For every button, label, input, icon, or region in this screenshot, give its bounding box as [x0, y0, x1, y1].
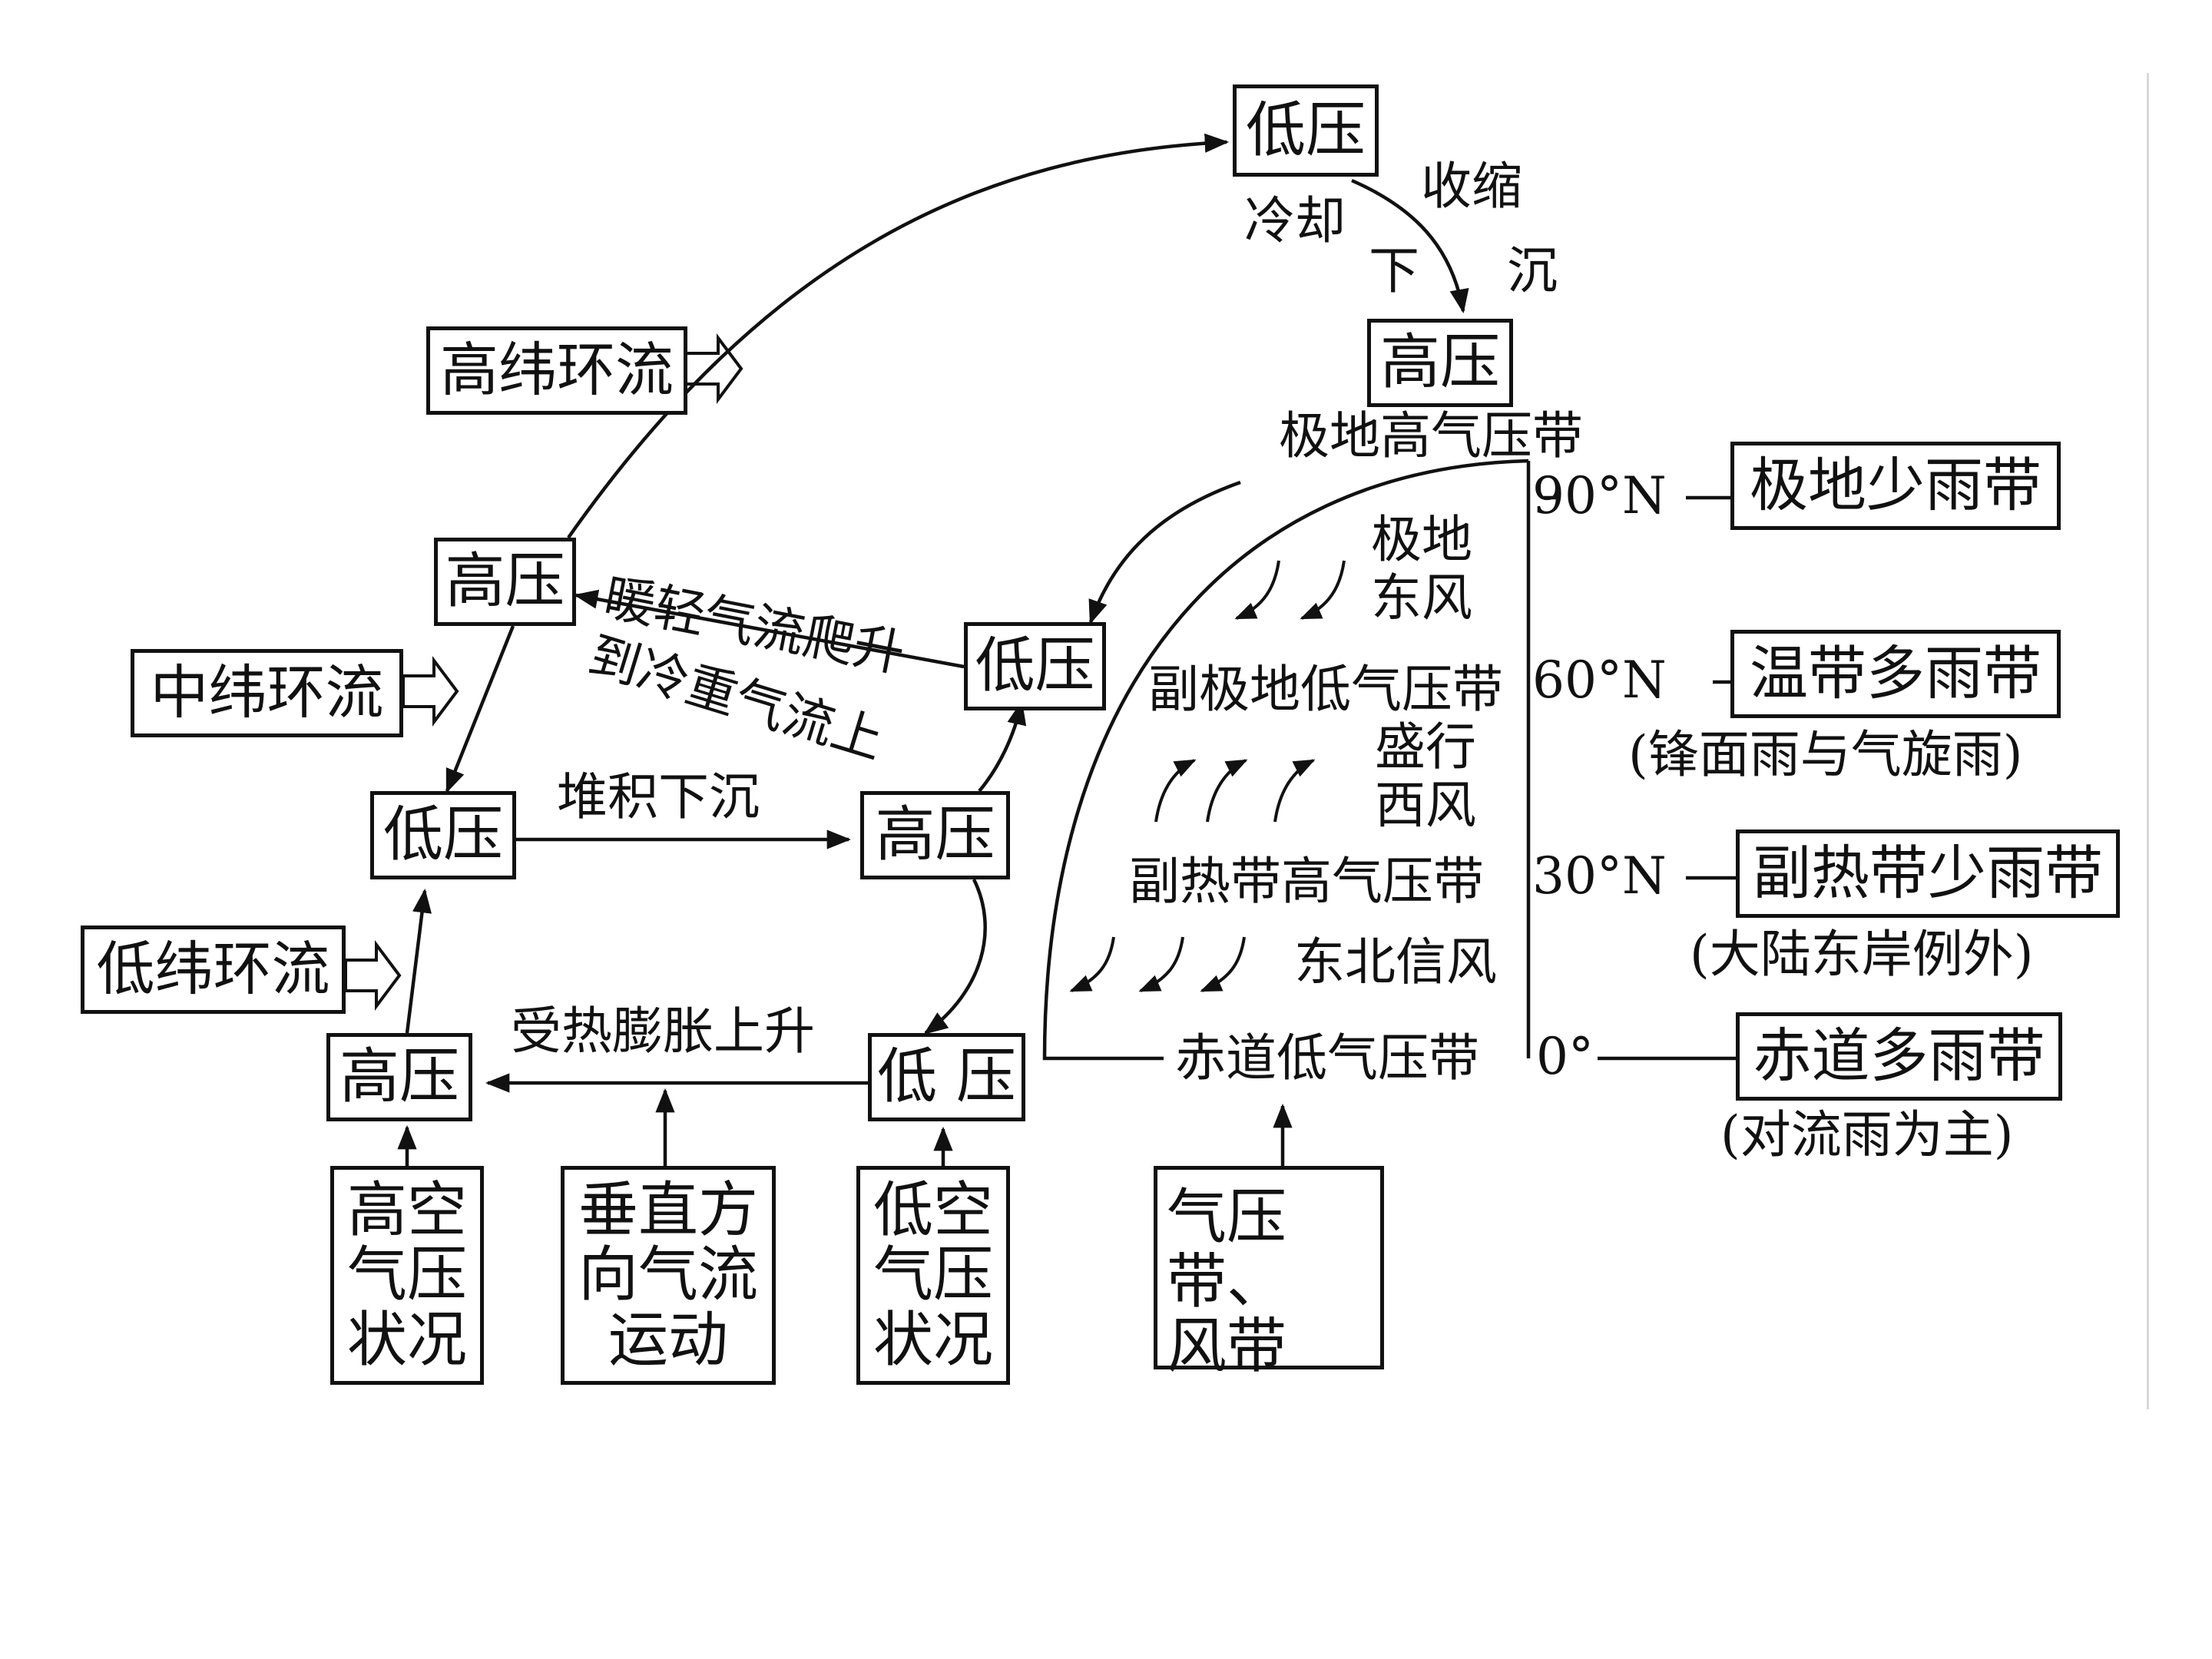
lat-90-label: 90°N: [1532, 466, 1667, 525]
equatorial-much-rain-box: 赤道多雨带: [1736, 1012, 2062, 1101]
double-arrow-low: [344, 940, 402, 1011]
mid-lat-circulation-box: 中纬环流: [131, 649, 403, 737]
easterly-arrow: [1300, 560, 1346, 620]
temperate-much-rain-box: 温带多雨带: [1730, 630, 2061, 718]
lat-60-label: 60°N: [1532, 651, 1667, 710]
arrow-high-to-top-low: [567, 133, 1230, 539]
westerly-arrow: [1206, 759, 1248, 823]
heat-rise-label: 受热膨胀上升: [511, 1002, 815, 1061]
upper-air-factor-box: 高空 气压 状况: [330, 1166, 484, 1385]
vertical-flow-factor-box: 垂直方 向气流 运动: [561, 1166, 776, 1385]
arrow-lower-high-to-upper-low: [405, 888, 432, 1034]
arrow-upper-high-to-upper-low: [445, 625, 515, 793]
polar-high-belt-label: 极地高气压带: [1279, 406, 1583, 465]
westerly-arrow: [1273, 759, 1316, 823]
arrow-high-to-surface-low: [923, 879, 987, 1035]
lat-0-label: 0°: [1536, 1027, 1594, 1086]
subtropical-little-rain-box: 副热带少雨带: [1736, 830, 2120, 918]
subpolar-low-belt-label: 副极地低气压带: [1148, 660, 1503, 719]
subpolar-low-box: 低压: [964, 622, 1106, 710]
double-arrow-mid: [402, 656, 459, 727]
upper-high-left-box: 高压: [326, 1033, 472, 1121]
subtropical-high-box: 高压: [860, 791, 1010, 879]
westerly-label: 盛行 西风: [1375, 717, 1476, 835]
arrow-subpolar-to-upper-high: [573, 589, 965, 669]
low-lat-circulation-box: 低纬环流: [81, 926, 346, 1014]
ne-trade-label: 东北信风: [1294, 932, 1497, 992]
arrow-polar-to-subpolar-low: [1088, 480, 1241, 624]
trade-arrow: [1138, 936, 1184, 992]
polar-little-rain-box: 极地少雨带: [1730, 442, 2061, 530]
cooling-label: 冷却: [1244, 191, 1346, 250]
trade-arrow: [1200, 936, 1246, 992]
arrow-top-low-to-polar-high: [1351, 178, 1469, 314]
subtropical-high-belt-label: 副热带高气压带: [1129, 852, 1484, 911]
sink-chen-label: 沉: [1507, 241, 1558, 300]
top-low-box: 低压: [1233, 84, 1379, 177]
polar-easterly-label: 极地 东风: [1371, 510, 1472, 628]
polar-high-box: 高压: [1367, 319, 1513, 407]
upper-low-left-box: 低压: [370, 791, 516, 879]
belts-factor-box: 气压带、 风带: [1154, 1166, 1384, 1379]
contract-label: 收缩: [1421, 157, 1522, 216]
double-arrow-high: [682, 333, 743, 404]
westerly-arrow: [1154, 759, 1197, 823]
equatorial-rain-note: (对流雨为主): [1720, 1105, 2014, 1164]
lat-30-label: 30°N: [1532, 846, 1667, 906]
temperate-rain-note: (锋面雨与气旋雨): [1628, 725, 2023, 784]
accumulate-sink-label: 堆积下沉: [557, 767, 760, 826]
surface-low-box: 低 压: [868, 1033, 1025, 1121]
equatorial-low-belt-label: 赤道低气压带: [1175, 1028, 1479, 1088]
lower-air-factor-box: 低空 气压 状况: [856, 1166, 1010, 1385]
edge-divider: [2147, 73, 2149, 1409]
trade-arrow: [1069, 936, 1115, 992]
easterly-arrow: [1234, 560, 1280, 620]
belt-outline: [1042, 459, 1531, 1061]
arrow-high-to-subpolar-low: [978, 700, 1027, 793]
subtropical-rain-note: (大陆东岸例外): [1690, 925, 2034, 984]
sink-xia-label: 下: [1369, 241, 1419, 300]
high-lat-circulation-box: 高纬环流: [426, 326, 687, 415]
upper-high-mid-box: 高压: [434, 538, 576, 626]
